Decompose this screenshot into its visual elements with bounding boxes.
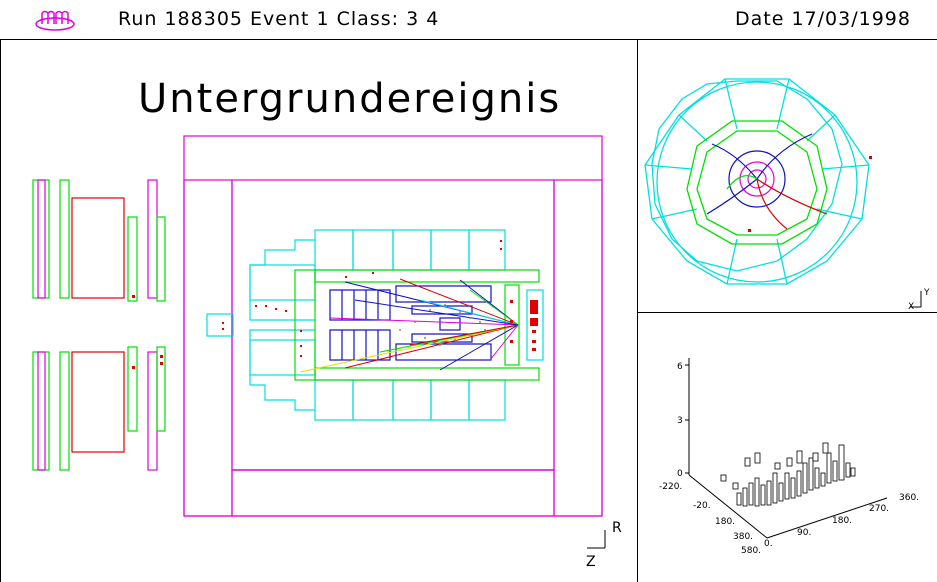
lego-axes (685, 358, 888, 539)
panel-divider-vertical (0, 39, 1, 582)
phi-tick: 180. (832, 516, 852, 526)
h1-logo-icon (35, 10, 75, 31)
z-tick: 0 (677, 469, 683, 479)
xy-view: Y X (644, 78, 930, 312)
phi-tick: 360. (899, 493, 919, 503)
theta-tick: 180. (715, 517, 735, 527)
lar-calorimeter (249, 229, 544, 421)
panel-divider-vertical (637, 39, 638, 582)
lego-theta-ticks: -220. -20. 180. 380. 580. (659, 482, 761, 556)
energy-deposits (222, 240, 538, 357)
particle-tracks (299, 278, 519, 373)
tracker-hits (399, 304, 486, 346)
inner-octagons (686, 120, 828, 245)
forward-hits (132, 295, 163, 369)
panel-divider-horizontal (637, 312, 937, 313)
header-bar: Run 188305 Event 1 Class: 3 4 Date 17/03… (0, 0, 937, 40)
event-title: Untergrundereignis (138, 76, 562, 122)
lego-phi-ticks: 0. 90. 180. 270. 360. (764, 493, 919, 549)
forward-detectors (32, 179, 166, 471)
theta-tick: -220. (659, 482, 682, 492)
xy-tracks (706, 133, 828, 230)
axis-r-label: R (612, 520, 622, 536)
lego-plot: 6 3 0 -220. -20. 180. 380. 580. 0. 90. 1… (659, 358, 919, 556)
axis-y-label: Y (923, 288, 930, 298)
axis-x-label: X (908, 302, 914, 312)
date-info: Date 17/03/1998 (735, 8, 911, 30)
z-tick: 3 (677, 416, 683, 426)
phi-tick: 0. (764, 539, 773, 549)
theta-tick: -20. (693, 501, 711, 511)
axis-z-label: Z (586, 554, 596, 570)
lego-z-ticks: 6 3 0 (677, 362, 683, 479)
phi-tick: 90. (797, 528, 811, 538)
rz-axis-indicator: R Z (586, 520, 622, 570)
theta-tick: 580. (741, 546, 761, 556)
lar-octagon (644, 78, 870, 285)
plug-calorimeter (206, 313, 234, 337)
run-event-info: Run 188305 Event 1 Class: 3 4 (118, 8, 440, 30)
xy-axis-indicator: Y X (908, 288, 930, 312)
iron-yoke (183, 135, 603, 517)
z-tick: 6 (677, 362, 683, 372)
xy-hits (748, 156, 872, 232)
phi-tick: 270. (869, 504, 889, 514)
lego-towers (720, 442, 856, 507)
rz-view: R Z (32, 135, 622, 570)
theta-tick: 380. (733, 532, 753, 542)
